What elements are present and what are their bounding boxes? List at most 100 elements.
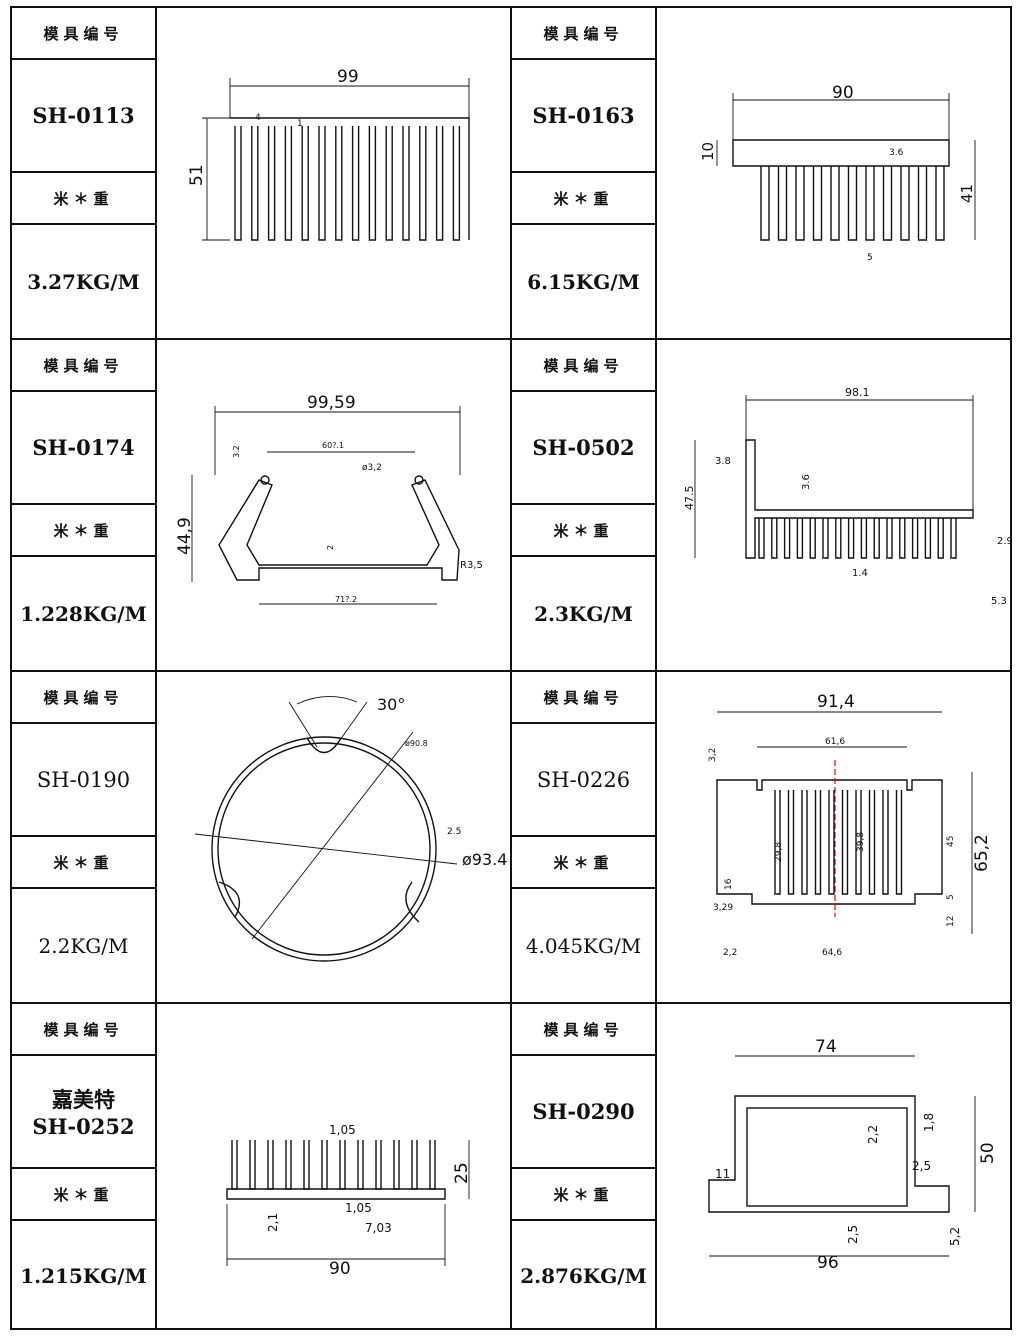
dim-a: 1,8 bbox=[922, 1113, 936, 1132]
fin bbox=[393, 1140, 400, 1190]
label-column: 模具编号 嘉美特 SH-0252 米＊重 1.215KG/M bbox=[12, 1004, 157, 1330]
mold-no-header: 模具编号 bbox=[512, 8, 655, 60]
label-column: 模具编号 SH-0290 米＊重 2.876KG/M bbox=[512, 1004, 657, 1330]
dim-a: 3.2 bbox=[232, 445, 241, 458]
fin bbox=[937, 518, 944, 559]
mold-code: SH-0163 bbox=[512, 60, 655, 173]
fin bbox=[801, 790, 808, 895]
fin bbox=[339, 1140, 346, 1190]
fin bbox=[809, 518, 816, 559]
fin bbox=[950, 518, 957, 559]
fin bbox=[860, 518, 868, 559]
fin bbox=[847, 166, 858, 241]
dim-2-2: 2,2 bbox=[723, 948, 737, 958]
dim-29-8: 29,8 bbox=[774, 842, 784, 862]
fin bbox=[267, 126, 276, 241]
row-4: 模具编号 嘉美特 SH-0252 米＊重 1.215KG/M 90 25 1,0… bbox=[12, 1004, 1010, 1330]
dim-gap: 3.6 bbox=[889, 148, 904, 158]
mold-no-header: 模具编号 bbox=[12, 672, 155, 724]
fin bbox=[855, 790, 862, 895]
drawing-sh-0502: 98.1 47.5 3.8 3.6 1.4 2.9 5.3 bbox=[657, 340, 1013, 670]
fin bbox=[924, 518, 932, 559]
weight-value: 2.3KG/M bbox=[534, 601, 633, 626]
dim-f: 11 bbox=[715, 1167, 730, 1181]
dim-height: 65,2 bbox=[972, 834, 992, 872]
fin bbox=[882, 166, 893, 241]
weight-header: 米＊重 bbox=[12, 837, 155, 889]
fin bbox=[760, 166, 770, 241]
row-1: 模具编号 SH-0113 米＊重 3.27KG/M 99 51 4 1 模具编号… bbox=[12, 8, 1010, 338]
fin bbox=[411, 1140, 418, 1190]
heatsink-drawing: 90 10 41 3.6 5 bbox=[699, 83, 976, 263]
mold-no-header: 模具编号 bbox=[512, 1004, 655, 1056]
fin bbox=[911, 518, 919, 559]
dim-64-6: 64,6 bbox=[822, 948, 842, 958]
fin bbox=[783, 518, 791, 559]
fin bbox=[814, 790, 822, 895]
weight-header: 米＊重 bbox=[512, 1169, 655, 1221]
fin bbox=[251, 126, 259, 241]
fin bbox=[303, 1140, 310, 1190]
mold-code-text: SH-0252 bbox=[32, 1114, 135, 1139]
fin bbox=[795, 166, 805, 241]
heatsink-drawing: 98.1 47.5 3.8 3.6 1.4 2.9 5.3 bbox=[683, 386, 1013, 607]
fin bbox=[841, 790, 849, 895]
fin bbox=[452, 126, 461, 241]
fin bbox=[368, 126, 377, 241]
fin bbox=[429, 1140, 436, 1190]
fin bbox=[917, 166, 928, 241]
dim-c: 2,5 bbox=[912, 1159, 931, 1173]
spec-sheet-grid: 模具编号 SH-0113 米＊重 3.27KG/M 99 51 4 1 模具编号… bbox=[10, 6, 1013, 1330]
dim-3-29: 3,29 bbox=[713, 903, 733, 913]
fin bbox=[835, 518, 842, 559]
drawing-sh-0290: 74 96 50 1,8 2,2 2,5 2,5 5,2 11 bbox=[657, 1004, 1010, 1330]
fin bbox=[435, 126, 444, 241]
mold-code: SH-0174 bbox=[12, 392, 155, 505]
fin bbox=[830, 166, 840, 241]
fin bbox=[895, 790, 903, 895]
fin bbox=[868, 790, 876, 895]
fin bbox=[812, 166, 823, 241]
dim-top: 60?.1 bbox=[322, 441, 344, 450]
dim-3-2: 3,2 bbox=[708, 748, 718, 762]
drawing-sh-0252: 90 25 1,05 1,05 7,03 2,1 bbox=[157, 1004, 512, 1330]
fin bbox=[285, 1140, 292, 1190]
dim-base: 2,1 bbox=[266, 1213, 280, 1232]
dim-pitch: 7,03 bbox=[365, 1221, 392, 1235]
dim-width: 91,4 bbox=[817, 692, 855, 712]
weight-value: 2.2KG/M bbox=[38, 933, 129, 958]
fin bbox=[234, 126, 242, 241]
mold-code: SH-0113 bbox=[12, 60, 155, 173]
fin bbox=[758, 518, 765, 559]
dim-width: 99 bbox=[337, 67, 359, 87]
dim-width: 98.1 bbox=[845, 386, 870, 399]
fin bbox=[402, 126, 410, 241]
fin bbox=[357, 1140, 364, 1190]
weight-value: 1.215KG/M bbox=[20, 1263, 147, 1288]
dim-e: 5,2 bbox=[948, 1227, 962, 1246]
fin bbox=[385, 126, 393, 241]
fin bbox=[847, 518, 855, 559]
dim-height: 50 bbox=[978, 1142, 998, 1164]
row-2: 模具编号 SH-0174 米＊重 1.228KG/M 99,59 44,9 60… bbox=[12, 340, 1013, 670]
fin bbox=[900, 166, 910, 241]
dim-height: 47.5 bbox=[683, 486, 696, 511]
label-column: 模具编号 SH-0190 米＊重 2.2KG/M bbox=[12, 672, 157, 1002]
drawing-sh-0174: 99,59 44,9 60?.1 ø3,2 3.2 2 71?.2 R3,5 bbox=[157, 340, 512, 670]
dim-fin: 1 bbox=[297, 119, 303, 129]
fin bbox=[882, 790, 889, 895]
weight-value: 6.15KG/M bbox=[527, 269, 640, 294]
drawing-sh-0113: 99 51 4 1 bbox=[157, 8, 512, 338]
dim-height: 41 bbox=[958, 184, 976, 203]
heatsink-drawing: 90 25 1,05 1,05 7,03 2,1 bbox=[226, 1123, 472, 1279]
dim-b: 2,2 bbox=[866, 1125, 880, 1144]
fin bbox=[828, 790, 835, 895]
fin bbox=[419, 126, 427, 241]
dim-radius: R3,5 bbox=[460, 560, 483, 571]
fin bbox=[787, 790, 795, 895]
fin bbox=[865, 166, 875, 241]
drawing-sh-0226: 91,4 61,6 65,2 45 5 12 29,8 39,8 16 3,29… bbox=[657, 672, 1010, 1002]
dim-b: 2 bbox=[326, 545, 335, 550]
brand-name: 嘉美特 bbox=[52, 1087, 115, 1112]
drawing-sh-0190: 30° ø90.8 ø93.4 2.5 bbox=[157, 672, 512, 1002]
